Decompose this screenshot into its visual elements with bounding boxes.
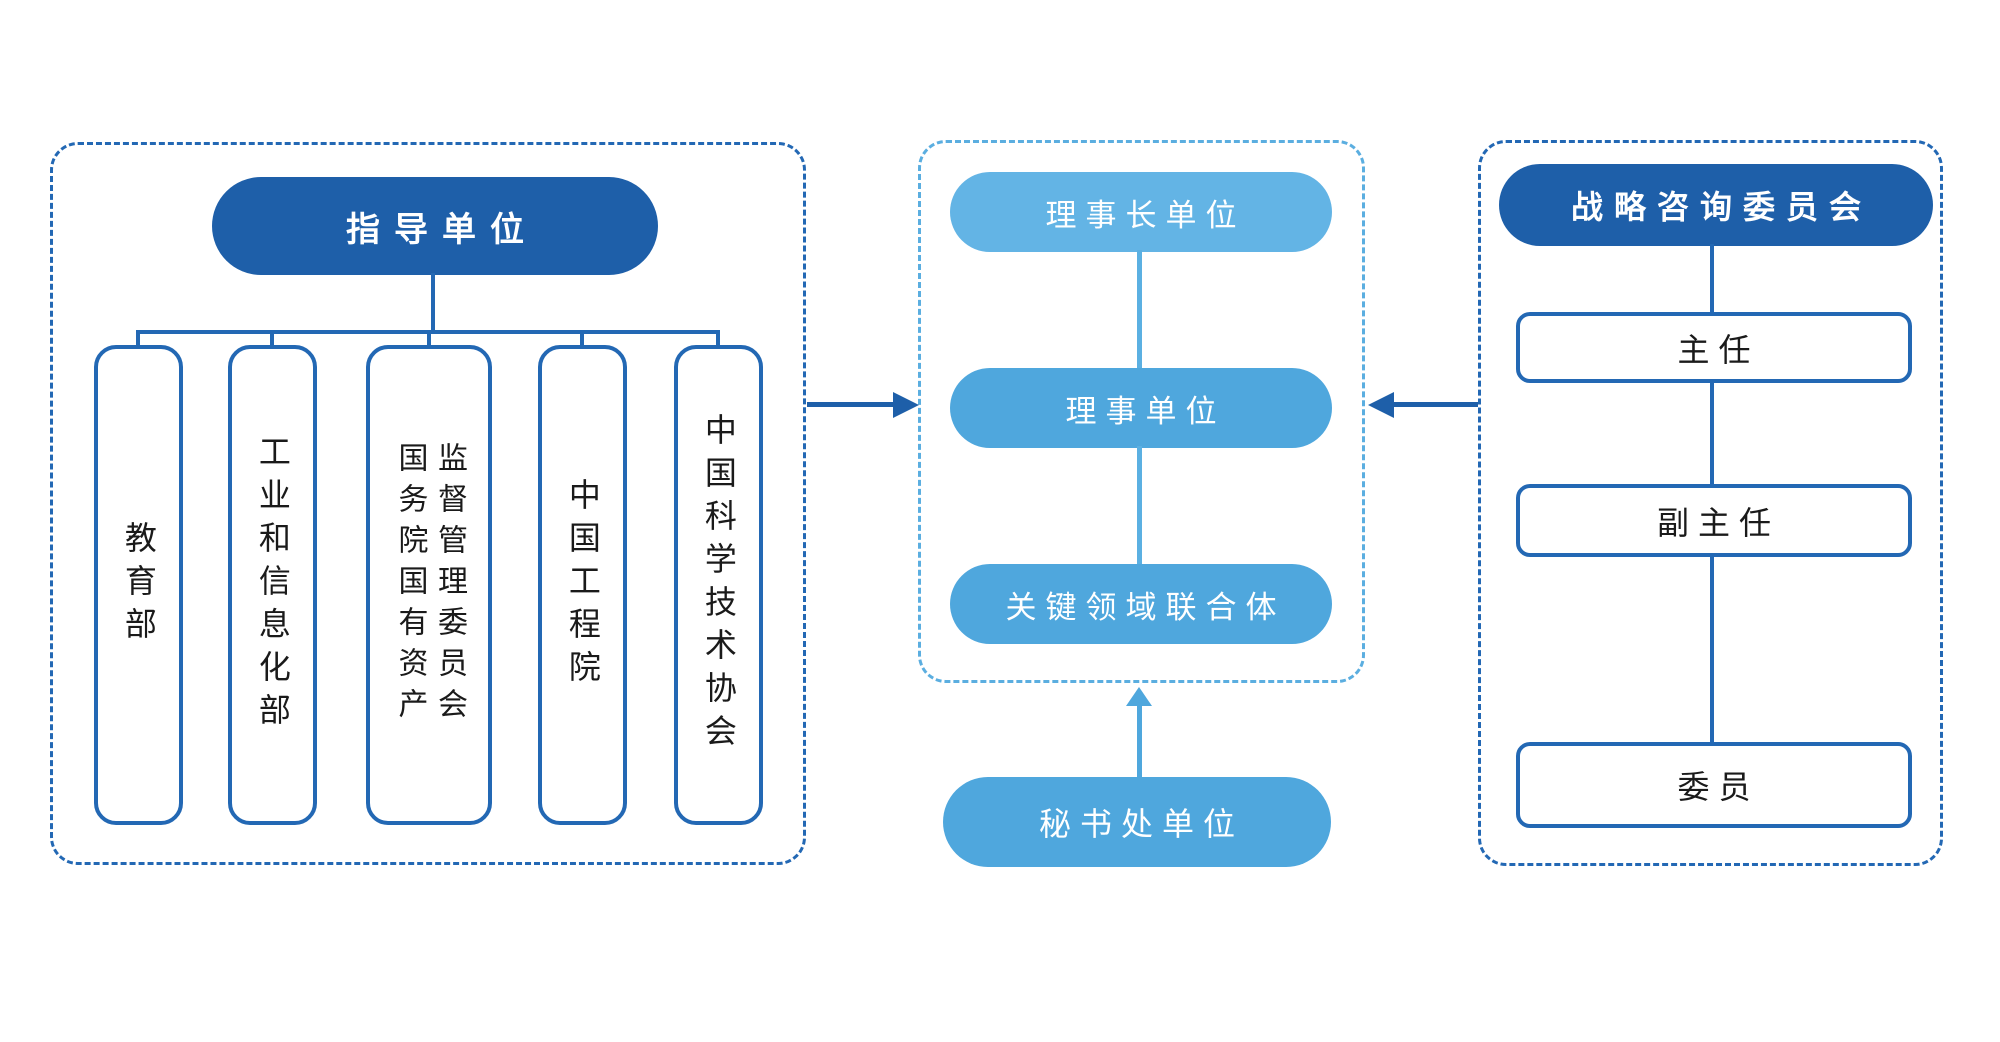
connector-line	[1710, 244, 1714, 314]
unit-box-sasac-label-col1: 国务院国有资产	[393, 441, 427, 729]
connector-line	[136, 330, 140, 348]
advisory-committee-header-label: 战略咨询委员会	[1570, 189, 1872, 225]
connector-line	[1710, 555, 1714, 744]
unit-box-cast: 中国科学技术协会	[674, 345, 763, 825]
guiding-units-group	[50, 142, 806, 865]
director-box: 主任	[1516, 312, 1912, 383]
secretariat-label: 秘书处单位	[1038, 806, 1244, 842]
chairman-unit-label: 理事长单位	[1045, 197, 1246, 233]
council-group	[918, 140, 1365, 683]
unit-box-cae-label: 中国工程院	[564, 477, 601, 693]
council-unit-label: 理事单位	[1065, 393, 1226, 429]
council-unit-pill: 理事单位	[950, 368, 1332, 448]
connector-line	[1137, 250, 1142, 370]
member-label: 委员	[1677, 769, 1760, 805]
unit-box-miit: 工业和信息化部	[228, 345, 317, 825]
unit-box-cae: 中国工程院	[538, 345, 627, 825]
right-arrow-shaft	[1392, 402, 1478, 407]
secretariat-pill: 秘书处单位	[943, 777, 1331, 867]
connector-line	[431, 273, 435, 332]
connector-line	[270, 330, 274, 348]
connector-line	[427, 330, 431, 348]
guiding-units-header: 指导单位	[212, 177, 658, 275]
left-arrow-shaft	[807, 402, 895, 407]
unit-box-moe-label: 教育部	[120, 520, 157, 650]
deputy-director-label: 副主任	[1656, 504, 1780, 541]
unit-box-cast-label: 中国科学技术协会	[700, 413, 737, 757]
up-arrow-icon	[1126, 687, 1152, 706]
director-label: 主任	[1677, 331, 1760, 368]
guiding-units-header-label: 指导单位	[346, 210, 538, 249]
key-consortium-pill: 关键领域联合体	[950, 564, 1332, 644]
unit-box-miit-label: 工业和信息化部	[254, 434, 291, 736]
advisory-committee-group	[1478, 140, 1943, 866]
connector-line	[716, 330, 720, 348]
unit-box-sasac-label-col2: 监督管理委员会	[433, 441, 466, 729]
connector-line	[1137, 704, 1142, 779]
connector-line	[1137, 446, 1142, 566]
advisory-committee-header: 战略咨询委员会	[1499, 164, 1933, 246]
connector-line	[1710, 381, 1714, 486]
deputy-director-box: 副主任	[1516, 484, 1912, 557]
member-box: 委员	[1516, 742, 1912, 828]
key-consortium-label: 关键领域联合体	[1005, 589, 1286, 625]
left-arrow-icon	[893, 392, 919, 418]
unit-box-sasac: 国务院国有资产 监督管理委员会	[366, 345, 492, 825]
connector-line	[580, 330, 584, 348]
chairman-unit-pill: 理事长单位	[950, 172, 1332, 252]
right-arrow-icon	[1368, 392, 1394, 418]
unit-box-moe: 教育部	[94, 345, 183, 825]
